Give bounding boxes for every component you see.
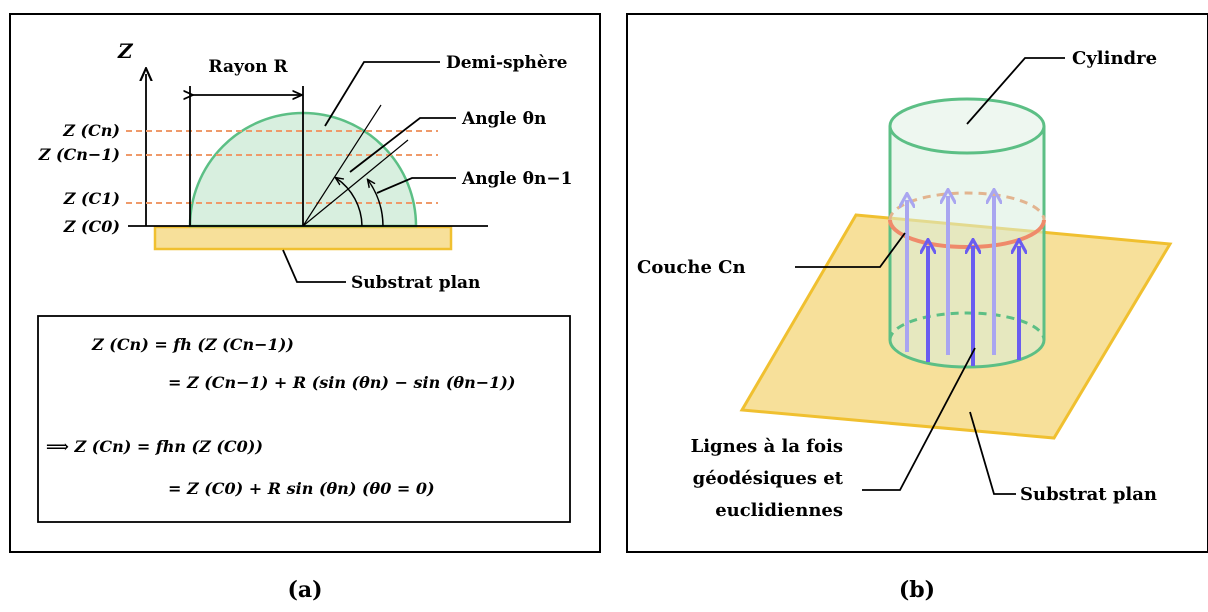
equation-box xyxy=(37,315,571,523)
substrate-label-b: Substrat plan xyxy=(1020,484,1157,505)
panel-b-frame xyxy=(626,13,1208,553)
substrate-leader xyxy=(282,249,346,283)
equation-line-1: Z (Cn) = fh (Z (Cn−1)) xyxy=(91,335,294,354)
hemisphere-label: Demi-sphère xyxy=(446,53,568,73)
angle-n-leader xyxy=(349,117,456,173)
cylinder-bottom-back xyxy=(888,311,1046,341)
angle-arc-n xyxy=(336,178,363,227)
panel-a: Z Z (Cn) Z (Cn−1) Z (C1) Z (C0) Rayon R … xyxy=(9,13,601,553)
caption-b: (b) xyxy=(899,577,935,603)
layer-back xyxy=(888,191,1046,221)
ray-theta-n1 xyxy=(302,139,409,227)
cylinder-bottom-front xyxy=(888,339,1046,369)
substrate-leader-b xyxy=(969,411,1016,495)
level-label-cn1: Z (Cn−1) xyxy=(38,145,120,164)
cylinder-label: Cylindre xyxy=(1072,48,1157,69)
angle-n-label: Angle θn xyxy=(461,109,546,129)
level-label-c1: Z (C1) xyxy=(63,189,120,208)
cylinder-top xyxy=(888,97,1046,155)
ray-theta-n xyxy=(302,104,382,227)
equation-line-2: = Z (Cn−1) + R (sin (θn) − sin (θn−1)) xyxy=(168,373,515,392)
lines-label-2: géodésiques et xyxy=(693,468,844,489)
hemisphere-leader xyxy=(324,61,440,127)
equation-line-4: = Z (C0) + R sin (θn) (θ0 = 0) xyxy=(168,479,435,498)
level-label-c0: Z (C0) xyxy=(63,217,120,236)
z-axis-label: Z xyxy=(117,39,134,63)
lines-label-3: euclidiennes xyxy=(715,500,843,521)
level-label-cn: Z (Cn) xyxy=(62,121,120,140)
lines-leader xyxy=(862,347,976,491)
cylinder-leader xyxy=(966,57,1065,125)
panel-a-frame xyxy=(9,13,601,553)
radius-label: Rayon R xyxy=(208,57,288,77)
layer-leader xyxy=(795,232,906,268)
substrate-label-a: Substrat plan xyxy=(351,273,480,293)
angle-n1-leader xyxy=(376,177,456,194)
angle-arc-n1 xyxy=(368,180,384,227)
substrate-rect xyxy=(153,225,453,251)
lines-label-1: Lignes à la fois xyxy=(691,436,843,457)
panel-b: Cylindre Couche Cn Lignes à la fois géod… xyxy=(626,13,1208,553)
angle-n1-label: Angle θn−1 xyxy=(461,169,572,189)
equation-line-3: ⟹ Z (Cn) = fhn (Z (C0)) xyxy=(46,437,263,456)
layer-label: Couche Cn xyxy=(637,257,746,278)
caption-a: (a) xyxy=(287,577,322,603)
